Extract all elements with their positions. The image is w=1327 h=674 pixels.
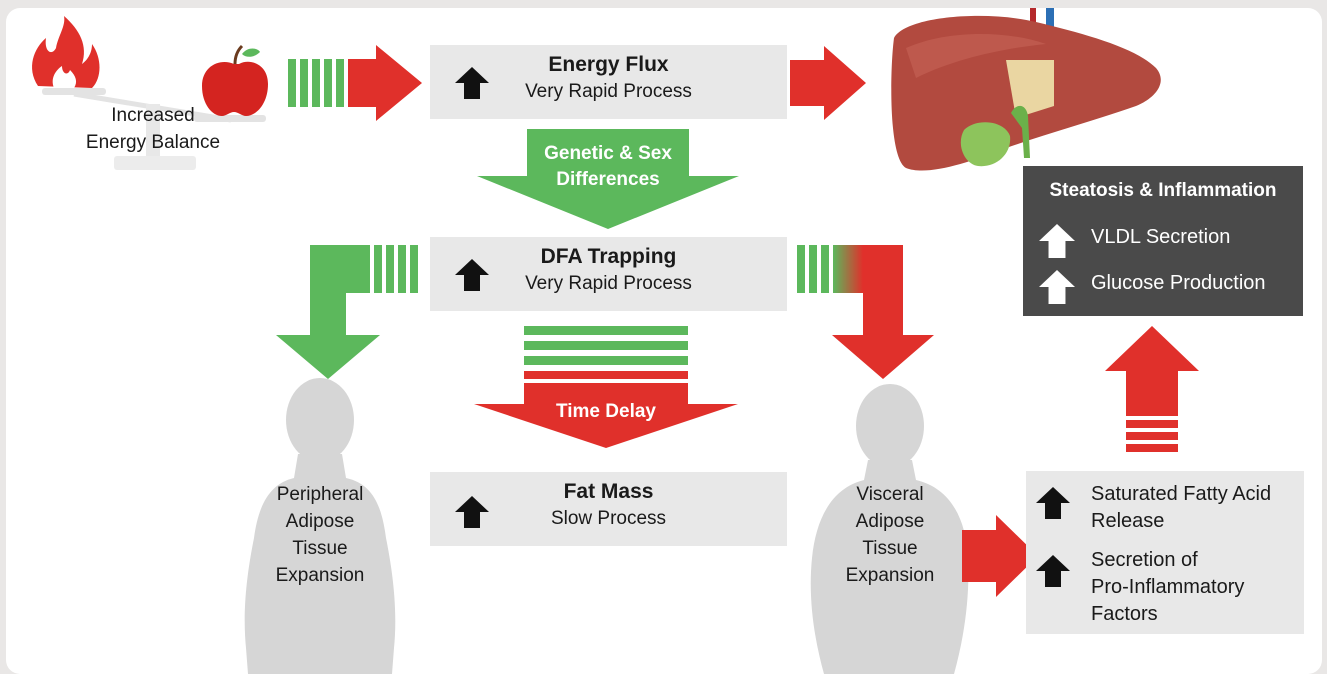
visceral-arrow [797,245,934,379]
peripheral-line3: Tissue [292,538,348,559]
up-arrow-icon [455,496,489,528]
genetic-line2: Differences [556,169,660,190]
up-arrow-icon [1036,487,1070,519]
body-silhouette-icon [810,384,969,674]
visceral-label: Visceral Adipose Tissue Expansion [820,481,960,589]
peripheral-line4: Expansion [275,565,365,586]
up-arrow-icon [455,259,489,291]
peripheral-line1: Peripheral [276,484,364,505]
diagram-canvas: Increased Energy Balance Energy Flux Ver… [6,8,1322,674]
peripheral-label: Peripheral Adipose Tissue Expansion [250,481,390,589]
up-arrow-icon [1039,270,1075,304]
visceral-line2: Adipose [855,511,925,532]
visceral-line4: Expansion [845,565,935,586]
dfa-trapping-subtitle: Very Rapid Process [525,273,692,294]
input-arrow [288,45,422,121]
genetic-arrow [477,129,739,229]
flux-to-liver-arrow [790,46,866,120]
fat-mass-title: Fat Mass [563,480,654,503]
release-item-sfa: Saturated Fatty Acid Release [1091,481,1271,535]
apple-icon [202,44,268,116]
release-item-sfa-line2: Release [1091,510,1165,532]
release-item-pro-line3: Factors [1091,603,1158,625]
release-to-steatosis-arrow [1105,326,1199,452]
release-box: Saturated Fatty Acid Release Secretion o… [1026,471,1304,634]
release-item-sfa-line1: Saturated Fatty Acid [1091,483,1272,505]
energy-balance-line2: Energy Balance [85,132,221,153]
release-item-pro-line1: Secretion of [1091,549,1198,571]
energy-flux-box: Energy Flux Very Rapid Process [430,45,787,119]
up-arrow-icon [1039,224,1075,258]
scale-icon [42,88,266,170]
peripheral-line2: Adipose [285,511,355,532]
steatosis-item-vldl: VLDL Secretion [1091,226,1231,248]
visceral-line1: Visceral [856,484,924,505]
diagram-artwork [32,8,1199,674]
visceral-to-release-arrow [962,515,1038,597]
liver-icon [891,8,1161,171]
dfa-trapping-box: DFA Trapping Very Rapid Process [430,237,787,311]
energy-balance-line1: Increased [111,105,195,126]
time-delay-label: Time Delay [556,401,656,422]
steatosis-box: Steatosis & Inflammation VLDL Secretion … [1023,166,1303,316]
steatosis-title: Steatosis & Inflammation [1049,180,1277,201]
fire-icon [32,16,100,88]
fat-mass-subtitle: Slow Process [550,508,667,529]
steatosis-item-glucose: Glucose Production [1091,272,1266,294]
up-arrow-icon [1036,555,1070,587]
genetic-line1: Genetic & Sex [544,143,672,164]
energy-flux-subtitle: Very Rapid Process [525,81,692,102]
genetic-label: Genetic & Sex Differences [527,141,689,193]
time-delay-arrow [474,326,738,448]
release-item-pro-line2: Pro-Inflammatory [1091,576,1245,598]
up-arrow-icon [455,67,489,99]
energy-balance-label: Increased Energy Balance [68,102,238,156]
peripheral-arrow [276,245,418,379]
dfa-trapping-title: DFA Trapping [540,245,677,268]
energy-flux-title: Energy Flux [548,53,669,76]
release-item-proinflammatory: Secretion of Pro-Inflammatory Factors [1091,547,1244,628]
visceral-line3: Tissue [862,538,918,559]
body-silhouette-icon [244,378,396,674]
fat-mass-box: Fat Mass Slow Process [430,472,787,546]
